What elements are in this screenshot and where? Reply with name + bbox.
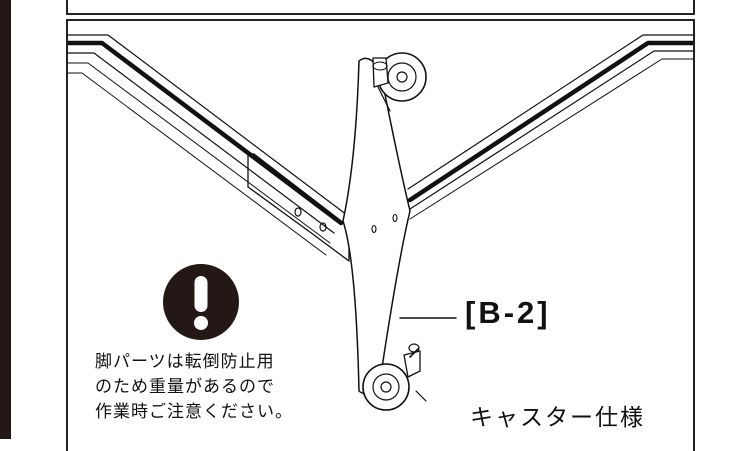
frame-leg-illustration <box>68 34 693 411</box>
part-label: [B-2] <box>465 295 551 330</box>
left-edge-bar <box>0 0 11 439</box>
warning-line: のため重量があるので <box>95 377 275 397</box>
top-panel-frame <box>66 0 695 15</box>
caster-caption: キャスター仕様 <box>470 405 645 431</box>
exclamation-circle-icon <box>161 262 241 342</box>
warning-line: 作業時ご注意ください。 <box>95 402 293 422</box>
warning-message: 脚パーツは転倒防止用 のため重量があるので 作業時ご注意ください。 <box>95 350 293 425</box>
illustration-panel: 脚パーツは転倒防止用 のため重量があるので 作業時ご注意ください。 [B-2] … <box>66 19 695 451</box>
warning-line: 脚パーツは転倒防止用 <box>95 352 275 372</box>
